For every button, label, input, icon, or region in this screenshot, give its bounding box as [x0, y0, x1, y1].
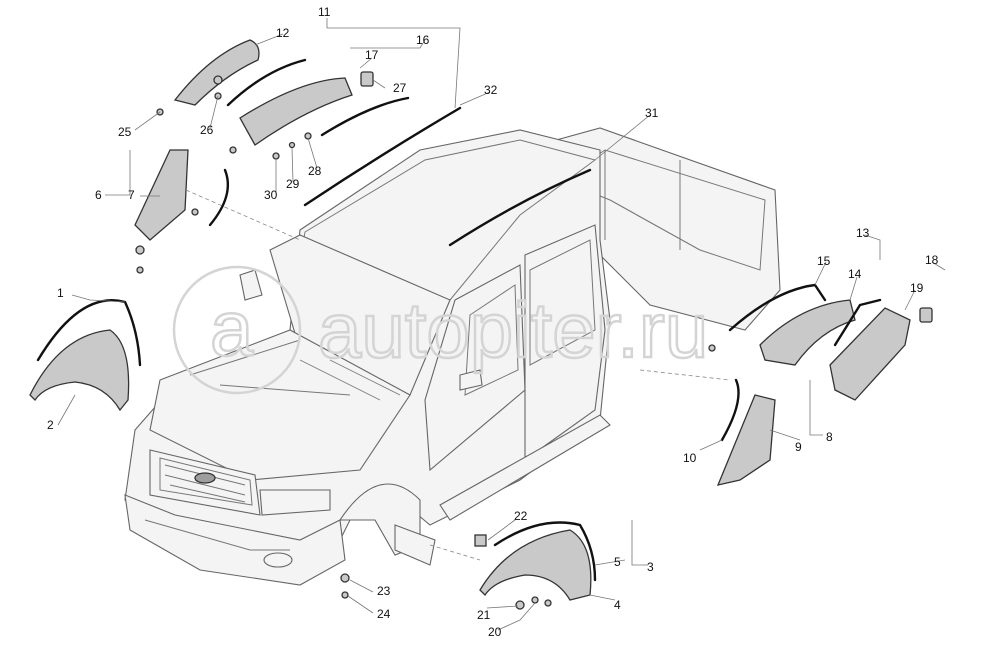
callout-15: 15 [817, 254, 831, 268]
part-32-rail [303, 106, 462, 207]
part-31-rail [448, 168, 592, 247]
fastener-3 [544, 599, 552, 607]
callout-13: 13 [856, 226, 870, 240]
callout-14: 14 [848, 267, 862, 281]
fastener-24 [341, 591, 349, 599]
fastener-7c [136, 266, 144, 274]
callout-32: 32 [484, 83, 498, 97]
part-15-seal [728, 283, 827, 332]
watermark: a autopiter.ru [172, 265, 710, 395]
vehicle-body [124, 127, 781, 586]
watermark-text: autopiter.ru [318, 286, 708, 374]
parts [29, 39, 933, 610]
callout-6: 6 [95, 188, 102, 202]
callout-1: 1 [57, 286, 64, 300]
callout-28: 28 [308, 164, 322, 178]
callout-27: 27 [393, 81, 407, 95]
fastener-23 [340, 573, 350, 583]
part-7-seal [208, 168, 230, 227]
callout-31: 31 [645, 106, 659, 120]
callout-30: 30 [264, 188, 278, 202]
part-14-seal [833, 298, 882, 347]
callout-12: 12 [276, 26, 290, 40]
callout-21: 21 [477, 608, 491, 622]
callout-9: 9 [795, 440, 802, 454]
fastener-26a [213, 75, 223, 85]
part-19-trim [829, 307, 911, 401]
part-16-panel [239, 77, 353, 146]
fastener-7a [191, 208, 199, 216]
part-5-seal [493, 521, 597, 582]
callout-11: 11 [318, 5, 331, 19]
callout-20: 20 [488, 625, 502, 639]
callout-16: 16 [416, 33, 430, 47]
fastener-21 [515, 600, 525, 610]
callout-29: 29 [286, 177, 300, 191]
leader-lines [57, 18, 946, 631]
callout-2: 2 [47, 418, 54, 432]
callout-23: 23 [377, 584, 391, 598]
part-10-seal [720, 378, 740, 442]
callout-17: 17 [365, 48, 379, 62]
fastener-13 [708, 344, 716, 352]
callout-18: 18 [925, 253, 939, 267]
part-7-trim [134, 149, 189, 241]
part-4-arch [479, 529, 592, 601]
callout-4: 4 [614, 598, 621, 612]
callout-8: 8 [826, 430, 833, 444]
part-18-clip [919, 307, 933, 323]
callout-5: 5 [614, 555, 621, 569]
part-14-flare [759, 299, 856, 366]
callout-26: 26 [200, 123, 214, 137]
callout-24: 24 [377, 607, 391, 621]
fastener-29 [288, 141, 296, 149]
fastener-20 [531, 596, 539, 604]
callout-25: 25 [118, 125, 132, 139]
part-16-seal [320, 96, 410, 137]
part-2-fender-flare [29, 329, 130, 412]
fastener-7b [135, 245, 145, 255]
callout-19: 19 [910, 281, 924, 295]
callout-7: 7 [128, 188, 135, 202]
callout-10: 10 [683, 451, 697, 465]
part-12-seal [226, 58, 307, 107]
watermark-logo-ring [172, 265, 302, 395]
callout-3: 3 [647, 560, 654, 574]
fastener-27 [229, 146, 237, 154]
part-17-clip [360, 71, 374, 87]
callout-22: 22 [514, 509, 528, 523]
part-9-trim [716, 394, 776, 486]
watermark-logo-letter: a [210, 284, 254, 372]
part-22-clip [474, 534, 487, 547]
callout-labels: 1 2 3 4 5 6 7 8 9 10 11 12 13 14 15 16 1… [47, 5, 939, 639]
